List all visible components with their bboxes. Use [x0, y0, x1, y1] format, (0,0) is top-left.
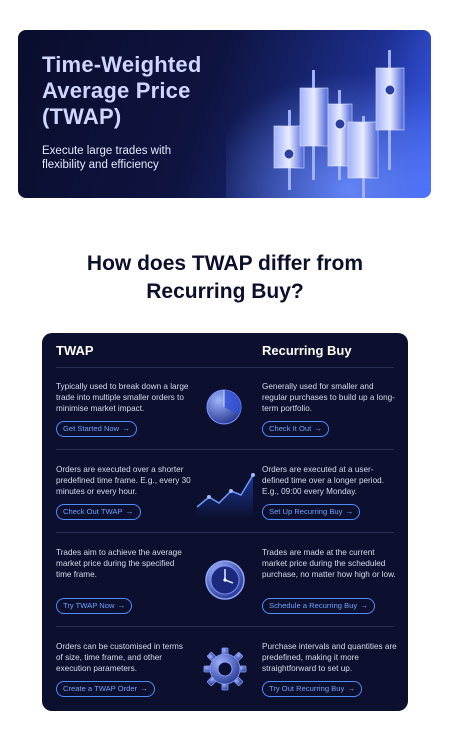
- header-divider: [56, 367, 394, 368]
- button-label: Try TWAP Now: [63, 601, 115, 610]
- arrow-right-icon: →: [117, 601, 126, 610]
- recurring-buy-row-1-text: Generally used for smaller and regular p…: [262, 382, 395, 413]
- recurring-buy-row-2-text: Orders are executed at a user-defined ti…: [262, 465, 384, 496]
- arrow-right-icon: →: [140, 684, 149, 693]
- twap-row-3-text: Trades aim to achieve the average market…: [56, 548, 182, 579]
- create-twap-order-button[interactable]: Create a TWAP Order→: [56, 681, 156, 697]
- row-divider: [56, 449, 394, 450]
- pie-chart-icon: [206, 389, 242, 425]
- button-label: Check Out TWAP: [63, 507, 123, 516]
- section-heading: How does TWAP differ from Recurring Buy?: [86, 252, 364, 303]
- line-chart-icon: [196, 473, 255, 519]
- check-out-twap-button[interactable]: Check Out TWAP→: [56, 504, 141, 520]
- recurring-buy-row-4-text: Purchase intervals and quantities are pr…: [262, 642, 397, 673]
- try-twap-now-button[interactable]: Try TWAP Now→: [56, 598, 133, 614]
- arrow-right-icon: →: [314, 424, 323, 433]
- hero-subtitle: Execute large trades with flexibility an…: [42, 145, 172, 171]
- twap-row-1-text: Typically used to break down a large tra…: [56, 382, 189, 413]
- clock-icon: [205, 560, 245, 600]
- check-it-out-button[interactable]: Check It Out→: [262, 421, 330, 437]
- arrow-right-icon: →: [125, 507, 134, 516]
- button-label: Get Started Now: [63, 424, 120, 433]
- try-out-recurring-buy-button[interactable]: Try Out Recurring Buy→: [262, 681, 363, 697]
- recurring-buy-row-3-text: Trades are made at the current market pr…: [262, 548, 396, 579]
- button-label: Create a TWAP Order: [63, 684, 138, 693]
- arrow-right-icon: →: [345, 507, 354, 516]
- recurring-buy-column-header: Recurring Buy: [262, 343, 352, 358]
- schedule-recurring-buy-button[interactable]: Schedule a Recurring Buy→: [262, 598, 376, 614]
- twap-row-4-text: Orders can be customised in terms of siz…: [56, 642, 183, 673]
- button-label: Check It Out: [269, 424, 312, 433]
- comparison-panel: TWAP Recurring Buy Typically used to bre…: [42, 333, 408, 711]
- twap-row-2-text: Orders are executed over a shorter prede…: [56, 465, 191, 496]
- hero-banner: Time-Weighted Average Price (TWAP) Execu…: [18, 30, 431, 198]
- row-divider: [56, 626, 394, 627]
- arrow-right-icon: →: [360, 601, 369, 610]
- button-label: Set Up Recurring Buy: [269, 507, 343, 516]
- gear-icon: [203, 647, 247, 691]
- twap-column-header: TWAP: [56, 343, 94, 358]
- set-up-recurring-buy-button[interactable]: Set Up Recurring Buy→: [262, 504, 361, 520]
- arrow-right-icon: →: [347, 684, 356, 693]
- hero-title: Time-Weighted Average Price (TWAP): [42, 52, 202, 129]
- button-label: Schedule a Recurring Buy: [269, 601, 358, 610]
- get-started-now-button[interactable]: Get Started Now→: [56, 421, 138, 437]
- row-divider: [56, 532, 394, 533]
- button-label: Try Out Recurring Buy: [269, 684, 345, 693]
- candlestick-illustration-icon: [226, 30, 431, 198]
- arrow-right-icon: →: [122, 424, 131, 433]
